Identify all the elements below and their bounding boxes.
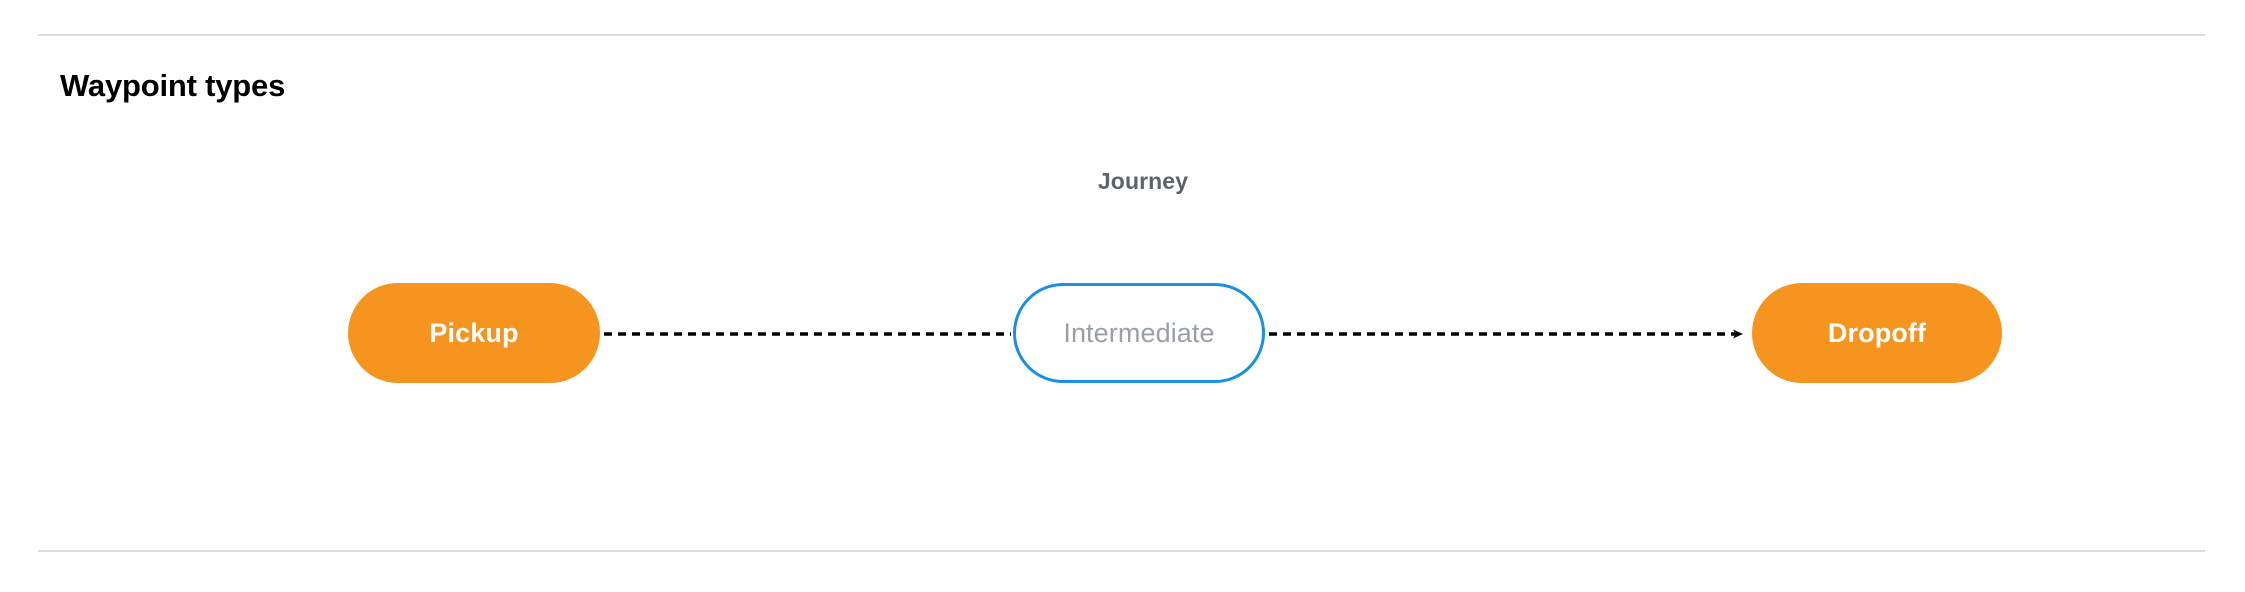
- page-title: Waypoint types: [60, 68, 286, 103]
- waypoint-node-intermediate-label: Intermediate: [1063, 317, 1215, 348]
- waypoint-node-intermediate[interactable]: Intermediate: [1013, 283, 1265, 383]
- section-divider-bottom: [38, 550, 2205, 552]
- section-divider-top: [38, 34, 2205, 36]
- waypoint-node-pickup[interactable]: Pickup: [348, 283, 600, 383]
- waypoint-node-dropoff[interactable]: Dropoff: [1752, 283, 2002, 383]
- waypoint-node-pickup-label: Pickup: [429, 317, 519, 348]
- journey-group-label: Journey: [1097, 168, 1189, 194]
- waypoint-node-dropoff-label: Dropoff: [1827, 317, 1927, 348]
